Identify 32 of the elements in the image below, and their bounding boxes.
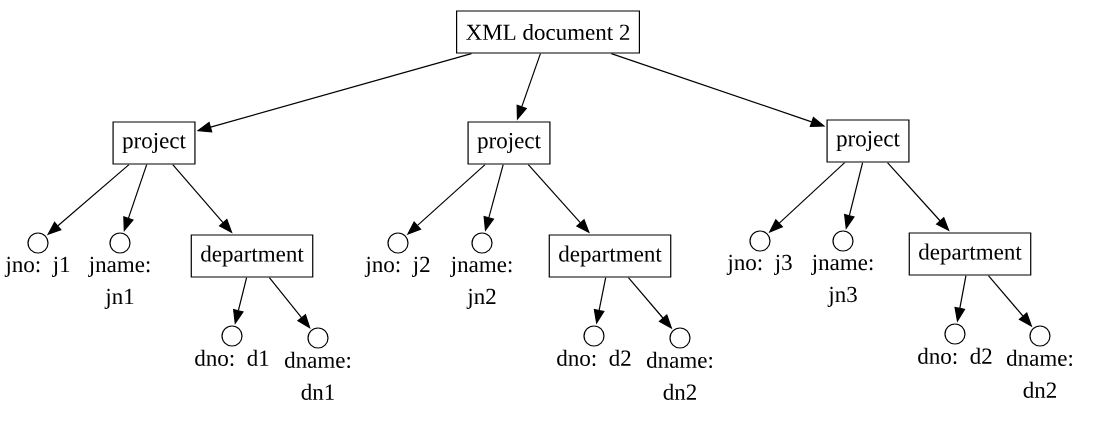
element-box: project — [467, 121, 551, 165]
attribute-label: jname: jn1 — [88, 256, 150, 309]
arrow — [268, 277, 311, 329]
attribute-circle — [583, 325, 605, 347]
attribute-label: jno: j2 — [364, 256, 430, 277]
attribute-circle — [307, 327, 329, 349]
element-box: project — [826, 119, 910, 163]
attribute-circle — [221, 325, 243, 347]
attribute-circle — [669, 327, 691, 349]
attribute-circle — [471, 232, 493, 254]
attribute-label: jname: jn3 — [811, 254, 873, 307]
attribute-circle — [27, 232, 49, 254]
attribute-circle — [387, 232, 409, 254]
attribute-label: jname: jn2 — [450, 256, 512, 309]
attribute-label: dname: dn2 — [1007, 349, 1072, 398]
attribute-circle — [832, 230, 854, 252]
attribute-label: jno: j1 — [4, 256, 70, 277]
element-box: department — [548, 234, 672, 278]
element-box: department — [908, 232, 1032, 276]
attribute-label: dno: d2 — [557, 349, 631, 367]
attribute-label: dno: d1 — [195, 349, 269, 367]
attribute-label: jno: j3 — [726, 254, 792, 275]
attribute-label: dno: d2 — [918, 347, 992, 365]
attribute-circle — [1029, 325, 1051, 347]
element-box: department — [190, 234, 314, 278]
attribute-label: dname: dn2 — [647, 351, 712, 400]
attribute-circle — [109, 232, 131, 254]
element-box: project — [112, 121, 196, 165]
attribute-circle — [749, 230, 771, 252]
attribute-label: dname: dn1 — [285, 351, 350, 400]
root-box: XML document 2 — [456, 10, 640, 54]
attribute-circle — [944, 323, 966, 345]
